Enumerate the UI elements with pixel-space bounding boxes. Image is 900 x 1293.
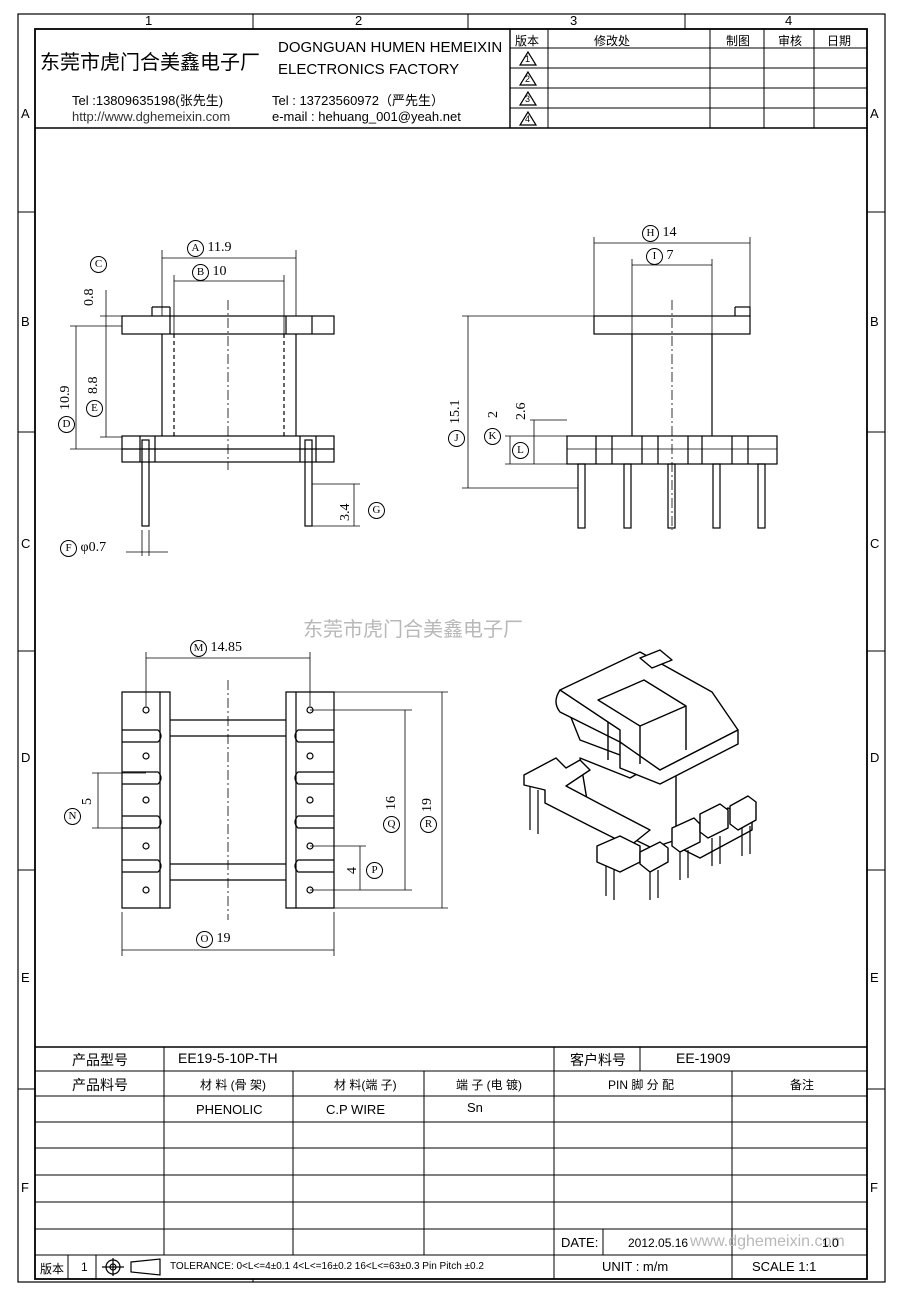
rev-number-3: 3 (525, 94, 531, 104)
col-label-4: 4 (785, 13, 793, 28)
date-label: DATE: (561, 1235, 599, 1250)
row-label-f-right: F (870, 1180, 878, 1195)
dim-k-badge: K (484, 428, 501, 445)
version-value: 1 (81, 1260, 88, 1274)
tolerance: TOLERANCE: 0<L<=4±0.1 4<L<=16±0.2 16<L<=… (170, 1261, 484, 1272)
dim-p: 4 (345, 867, 360, 874)
dim-q-badge: Q (383, 816, 400, 833)
rev-header-checked: 审核 (778, 34, 803, 48)
row-label-e-right: E (870, 970, 879, 985)
rev-header-change: 修改处 (594, 34, 631, 48)
footer-watermark: www.dghemeixin.com (690, 1233, 845, 1250)
tel-2: Tel : 13723560972（严先生） (272, 93, 444, 108)
dim-c: 0.8 (82, 288, 97, 307)
rev-header-date: 日期 (827, 34, 852, 48)
row-label-a-left: A (21, 106, 30, 121)
tel-1: Tel :13809635198(张先生) (72, 93, 224, 108)
pin-assign-label: PIN 脚 分 配 (608, 1078, 675, 1092)
dim-a: A 11.9 (187, 240, 231, 257)
customer-no-label: 客户料号 (570, 1052, 626, 1068)
customer-no: EE-1909 (676, 1050, 731, 1066)
dim-i: I 7 (646, 248, 674, 265)
col-label-3: 3 (570, 13, 578, 28)
email[interactable]: e-mail : hehuang_001@yeah.net (272, 109, 461, 124)
dim-d: 10.9 (58, 385, 73, 411)
row-label-d-left: D (21, 750, 31, 765)
col-label-2: 2 (355, 13, 363, 28)
company-name-en-2: ELECTRONICS FACTORY (278, 61, 460, 78)
rev-number-1: 1 (525, 54, 531, 64)
website[interactable]: http://www.dghemeixin.com (72, 109, 231, 124)
scale: SCALE 1:1 (752, 1259, 817, 1274)
row-label-b-left: B (21, 314, 30, 329)
unit: UNIT : m/m (602, 1259, 669, 1274)
dim-e: 8.8 (86, 376, 101, 395)
material-pin-label: 材 料(端 子) (334, 1078, 397, 1092)
row-label-f-left: F (21, 1180, 29, 1195)
rev-number-2: 2 (525, 74, 531, 84)
dim-j-badge: J (448, 430, 465, 447)
dim-g: 3.4 (338, 503, 353, 522)
row-label-d-right: D (870, 750, 880, 765)
date-value: 2012.05.16 (628, 1236, 689, 1250)
dim-j: 15.1 (448, 399, 463, 425)
material-bobbin-label: 材 料 (骨 架) (200, 1078, 266, 1092)
material-pin: C.P WIRE (326, 1102, 385, 1117)
row-label-b-right: B (870, 314, 879, 329)
version-label: 版本 (40, 1262, 65, 1276)
rev-number-4: 4 (525, 114, 531, 124)
dim-c-badge: C (90, 256, 107, 273)
dim-l: 2.6 (514, 402, 529, 421)
company-name-cn: 东莞市虎门合美鑫电子厂 (40, 50, 260, 74)
company-name-en-1: DOGNGUAN HUMEN HEMEIXIN (278, 39, 503, 56)
dim-l-badge: L (512, 442, 529, 459)
dim-r-badge: R (420, 816, 437, 833)
dim-n-badge: N (64, 808, 81, 825)
product-no-label: 产品料号 (72, 1077, 128, 1093)
product-model: EE19-5-10P-TH (178, 1050, 278, 1066)
dim-b: B 10 (192, 264, 227, 281)
remark-label: 备注 (790, 1078, 815, 1092)
dim-k: 2 (486, 411, 501, 418)
watermark: 东莞市虎门合美鑫电子厂 (303, 617, 523, 641)
dim-r: 19 (420, 798, 435, 812)
dim-e-badge: E (86, 400, 103, 417)
dim-f: F φ0.7 (60, 540, 106, 557)
dim-p-badge: P (366, 862, 383, 879)
product-model-label: 产品型号 (72, 1052, 128, 1068)
col-label-1: 1 (145, 13, 153, 28)
dim-q: 16 (384, 796, 399, 810)
row-label-c-right: C (870, 536, 880, 551)
row-label-a-right: A (870, 106, 879, 121)
dim-h: H 14 (642, 225, 677, 242)
plating-label: 端 子 (电 镀) (456, 1078, 522, 1092)
rev-header-drawn: 制图 (726, 34, 751, 48)
row-label-e-left: E (21, 970, 30, 985)
page-number: 1.0 (822, 1236, 839, 1250)
dim-o: O 19 (196, 931, 231, 948)
dim-d-badge: D (58, 416, 75, 433)
row-label-c-left: C (21, 536, 31, 551)
plating: Sn (467, 1100, 483, 1115)
dim-n: 5 (80, 798, 95, 805)
rev-header-version: 版本 (515, 34, 540, 48)
dim-m: M 14.85 (190, 640, 242, 657)
dim-g-badge: G (368, 502, 385, 519)
material-bobbin: PHENOLIC (196, 1102, 263, 1117)
